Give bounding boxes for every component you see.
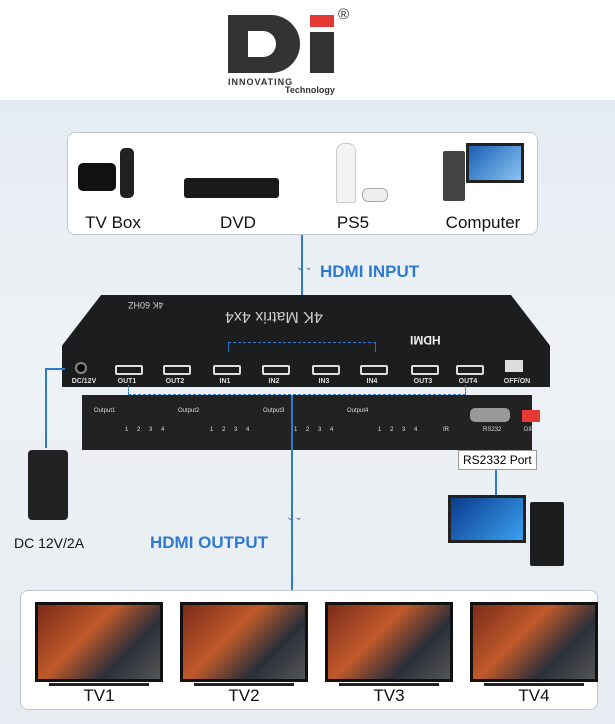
output-label: Output1 [94, 408, 116, 414]
power-line [45, 368, 65, 370]
dip-label: DIP [524, 427, 535, 433]
hdmi-port[interactable] [163, 365, 191, 375]
dip-switch[interactable] [522, 410, 540, 422]
led-number: 1 [125, 427, 129, 433]
output-label: Output3 [263, 408, 285, 414]
tv-screen [180, 602, 308, 682]
tv-stand [339, 683, 439, 686]
tv-screen [35, 602, 163, 682]
tv-stand [194, 683, 294, 686]
led-number: 2 [306, 427, 310, 433]
remote-icon [120, 148, 134, 198]
source-label: Computer [445, 213, 521, 232]
device-spec: 4K 60HZ [128, 300, 164, 310]
led-number: 4 [414, 427, 418, 433]
port-label: OUT4 [458, 378, 478, 385]
led-number: 4 [161, 427, 165, 433]
led-number: 4 [330, 427, 334, 433]
hdmi-port[interactable] [360, 365, 388, 375]
tv-box-icon [78, 163, 116, 191]
port-label: OUT3 [413, 378, 433, 385]
output-label: Output2 [178, 408, 200, 414]
tv-label: TV1 [83, 686, 115, 705]
chevron-down-icon: ⌄⌄ [286, 512, 303, 523]
led-number: 3 [318, 427, 322, 433]
power-adapter-icon [28, 450, 68, 520]
led-number: 3 [234, 427, 238, 433]
input-line [301, 235, 303, 305]
matrix-switch-back [82, 395, 532, 450]
port-label: OUT2 [165, 378, 185, 385]
logo-i-stem [310, 32, 334, 73]
ps5-console-icon [336, 143, 356, 203]
hdmi-port[interactable] [411, 365, 439, 375]
chevron-down-icon: ⌄⌄ [296, 262, 313, 273]
power-line [45, 368, 47, 448]
hdmi-port[interactable] [456, 365, 484, 375]
tv-label: TV4 [518, 686, 550, 705]
led-number: 1 [294, 427, 298, 433]
control-pc-tower-icon [530, 502, 564, 566]
tv-stand [484, 683, 584, 686]
pc-tower-icon [443, 151, 465, 201]
ir-label: IR [443, 427, 449, 433]
hdmi-port[interactable] [115, 365, 143, 375]
hdmi-port[interactable] [213, 365, 241, 375]
tv-label: TV2 [228, 686, 260, 705]
port-label: IN3 [318, 378, 330, 385]
led-number: 2 [390, 427, 394, 433]
control-pc-monitor-icon [448, 495, 526, 543]
registered-mark: ® [338, 6, 350, 23]
led-number: 4 [246, 427, 250, 433]
logo-tagline-2: Technology [285, 85, 335, 95]
led-number: 1 [378, 427, 382, 433]
source-label: TV Box [85, 213, 141, 232]
power-label: DC 12V/2A [14, 535, 85, 551]
tv-stand [49, 683, 149, 686]
dvd-player-icon [184, 178, 279, 198]
dc-jack[interactable] [75, 362, 87, 374]
rs232-connector[interactable] [470, 408, 510, 422]
port-label: IN4 [366, 378, 378, 385]
rs232-line [495, 450, 497, 495]
hdmi-input-label: HDMI INPUT [320, 262, 420, 281]
source-label: PS5 [336, 213, 370, 232]
led-number: 2 [137, 427, 141, 433]
sources-panel: TV Box DVD PS5 Computer [67, 132, 538, 235]
logo-i-dot [310, 15, 334, 27]
output-line [291, 395, 293, 590]
tv-label: TV3 [373, 686, 405, 705]
output-label: Output4 [347, 408, 369, 414]
led-number: 2 [222, 427, 226, 433]
tv-screen [325, 602, 453, 682]
hdmi-port[interactable] [312, 365, 340, 375]
hdmi-port[interactable] [262, 365, 290, 375]
hdmi-output-label: HDMI OUTPUT [150, 533, 269, 552]
source-label: DVD [220, 213, 256, 232]
logo-tagline-1: INNOVATING [228, 77, 294, 87]
device-title: 4K Matrix 4x4 [225, 308, 323, 325]
led-number: 3 [402, 427, 406, 433]
tv-screen [470, 602, 598, 682]
port-label: IN1 [219, 378, 231, 385]
hdmi-logo: HDMI [410, 333, 441, 347]
port-label: OUT1 [117, 378, 137, 385]
input-dashed-connector [228, 342, 376, 352]
port-label: DC/12V [71, 378, 97, 385]
monitor-icon [466, 143, 524, 183]
logo-d-mark [228, 15, 300, 73]
rs232-label: RS232 [483, 427, 502, 433]
led-number: 1 [210, 427, 214, 433]
rs232-port-label: RS2332 Port [458, 450, 537, 470]
power-switch[interactable] [505, 360, 523, 372]
port-label: IN2 [268, 378, 280, 385]
output-dashed-connector [128, 385, 466, 395]
port-label: OFF/ON [503, 378, 531, 385]
led-number: 3 [149, 427, 153, 433]
ps5-controller-icon [362, 188, 388, 202]
matrix-switch-front [62, 295, 550, 387]
